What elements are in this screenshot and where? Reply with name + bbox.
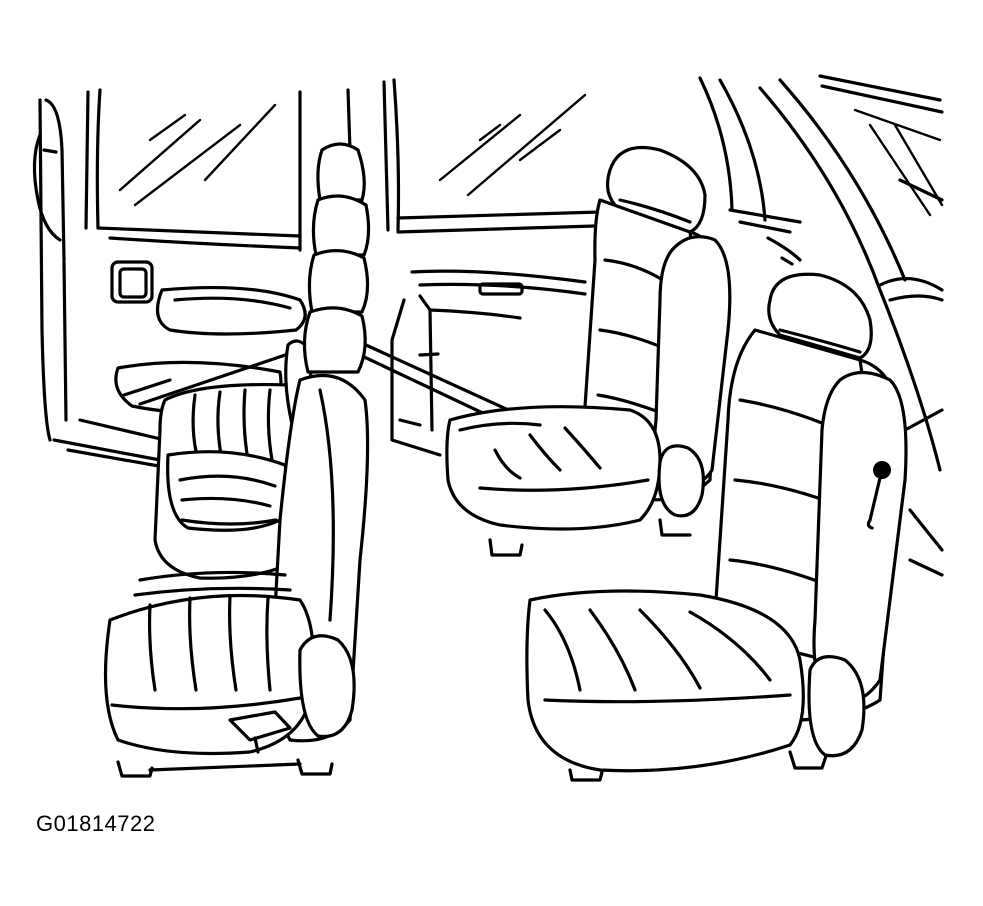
rear-left-seat	[153, 339, 314, 580]
figure-code-label: G01814722	[36, 811, 156, 836]
front-right-seat	[525, 272, 908, 782]
front-left-seat	[103, 142, 371, 778]
rear-right-seat	[445, 145, 732, 557]
left-door-panel	[32, 88, 307, 470]
right-door-panel	[758, 74, 944, 577]
